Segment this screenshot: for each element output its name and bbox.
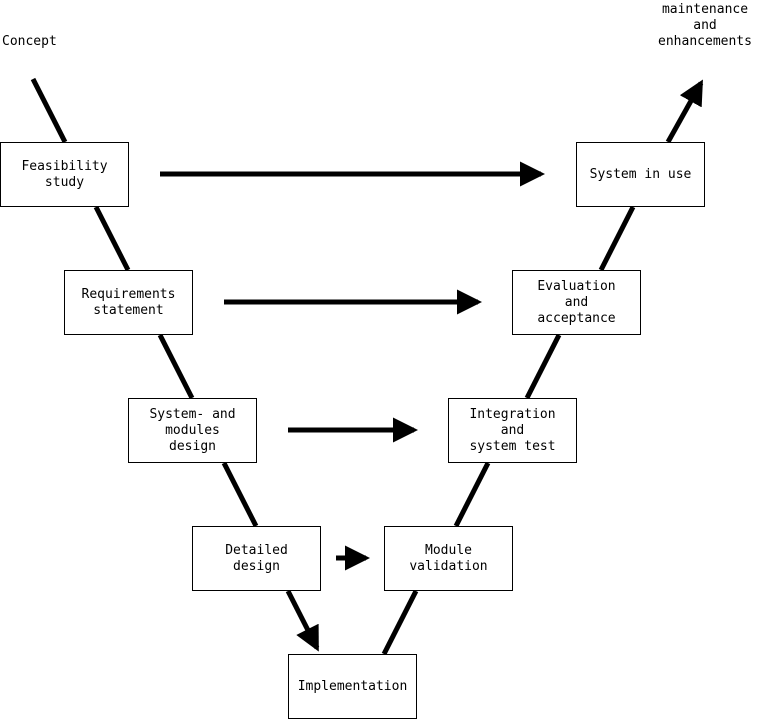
integration-line-1: Integration [469, 406, 556, 422]
integration-line-3: system test [469, 438, 556, 454]
evaluation-line-3: acceptance [537, 310, 616, 326]
detailed-design-line-2: design [233, 558, 280, 574]
maintenance-label-line-1: maintenance [661, 2, 749, 17]
module-validation-line-2: validation [409, 558, 488, 574]
system-in-use-box: System in use [576, 142, 705, 207]
evaluation-line-1: Evaluation [537, 278, 616, 294]
module-validation-box: Module validation [384, 526, 513, 591]
detailed-design-line-1: Detailed [225, 542, 288, 558]
integration-line-2: and [500, 422, 525, 438]
system-design-line-2: modules [165, 422, 220, 438]
implementation-line-1: Implementation [297, 678, 408, 694]
requirements-statement-box: Requirements statement [64, 270, 193, 335]
system-design-line-1: System- and [149, 406, 236, 422]
requirements-statement-line-2: statement [93, 302, 164, 318]
detailed-design-to-implementation-arrow [285, 589, 320, 652]
implementation-box: Implementation [288, 654, 417, 719]
requirements-statement-line-1: Requirements [81, 286, 176, 302]
feasibility-study-box: Feasibility study [0, 142, 129, 207]
module-validation-to-integration-line [453, 461, 491, 528]
implementation-to-module-validation-line [381, 589, 419, 656]
system-modules-design-box: System- and modules design [128, 398, 257, 463]
concept-label: Concept [2, 34, 57, 49]
evaluation-line-2: and [564, 294, 589, 310]
detailed-design-box: Detailed design [192, 526, 321, 591]
system-in-use-to-maintenance-arrow [665, 79, 704, 144]
module-validation-line-1: Module [425, 542, 472, 558]
concept-to-feasibility-line [30, 77, 68, 144]
maintenance-label-line-2: and [693, 18, 717, 33]
integration-to-evaluation-line [524, 333, 562, 400]
system-in-use-line-1: System in use [589, 166, 692, 182]
feasibility-study-line-1: Feasibility [21, 158, 108, 174]
requirements-to-system-design-line [157, 333, 195, 400]
system-design-line-3: design [169, 438, 216, 454]
evaluation-to-system-in-use-line [598, 205, 636, 272]
integration-system-test-box: Integration and system test [448, 398, 577, 463]
evaluation-acceptance-box: Evaluation and acceptance [512, 270, 641, 335]
feasibility-to-requirements-line [93, 205, 131, 272]
maintenance-label-line-3: enhancements [658, 34, 752, 49]
feasibility-study-line-2: study [44, 174, 85, 190]
maintenance-label: maintenance and enhancements [640, 2, 760, 50]
system-design-to-detailed-design-line [221, 461, 259, 528]
